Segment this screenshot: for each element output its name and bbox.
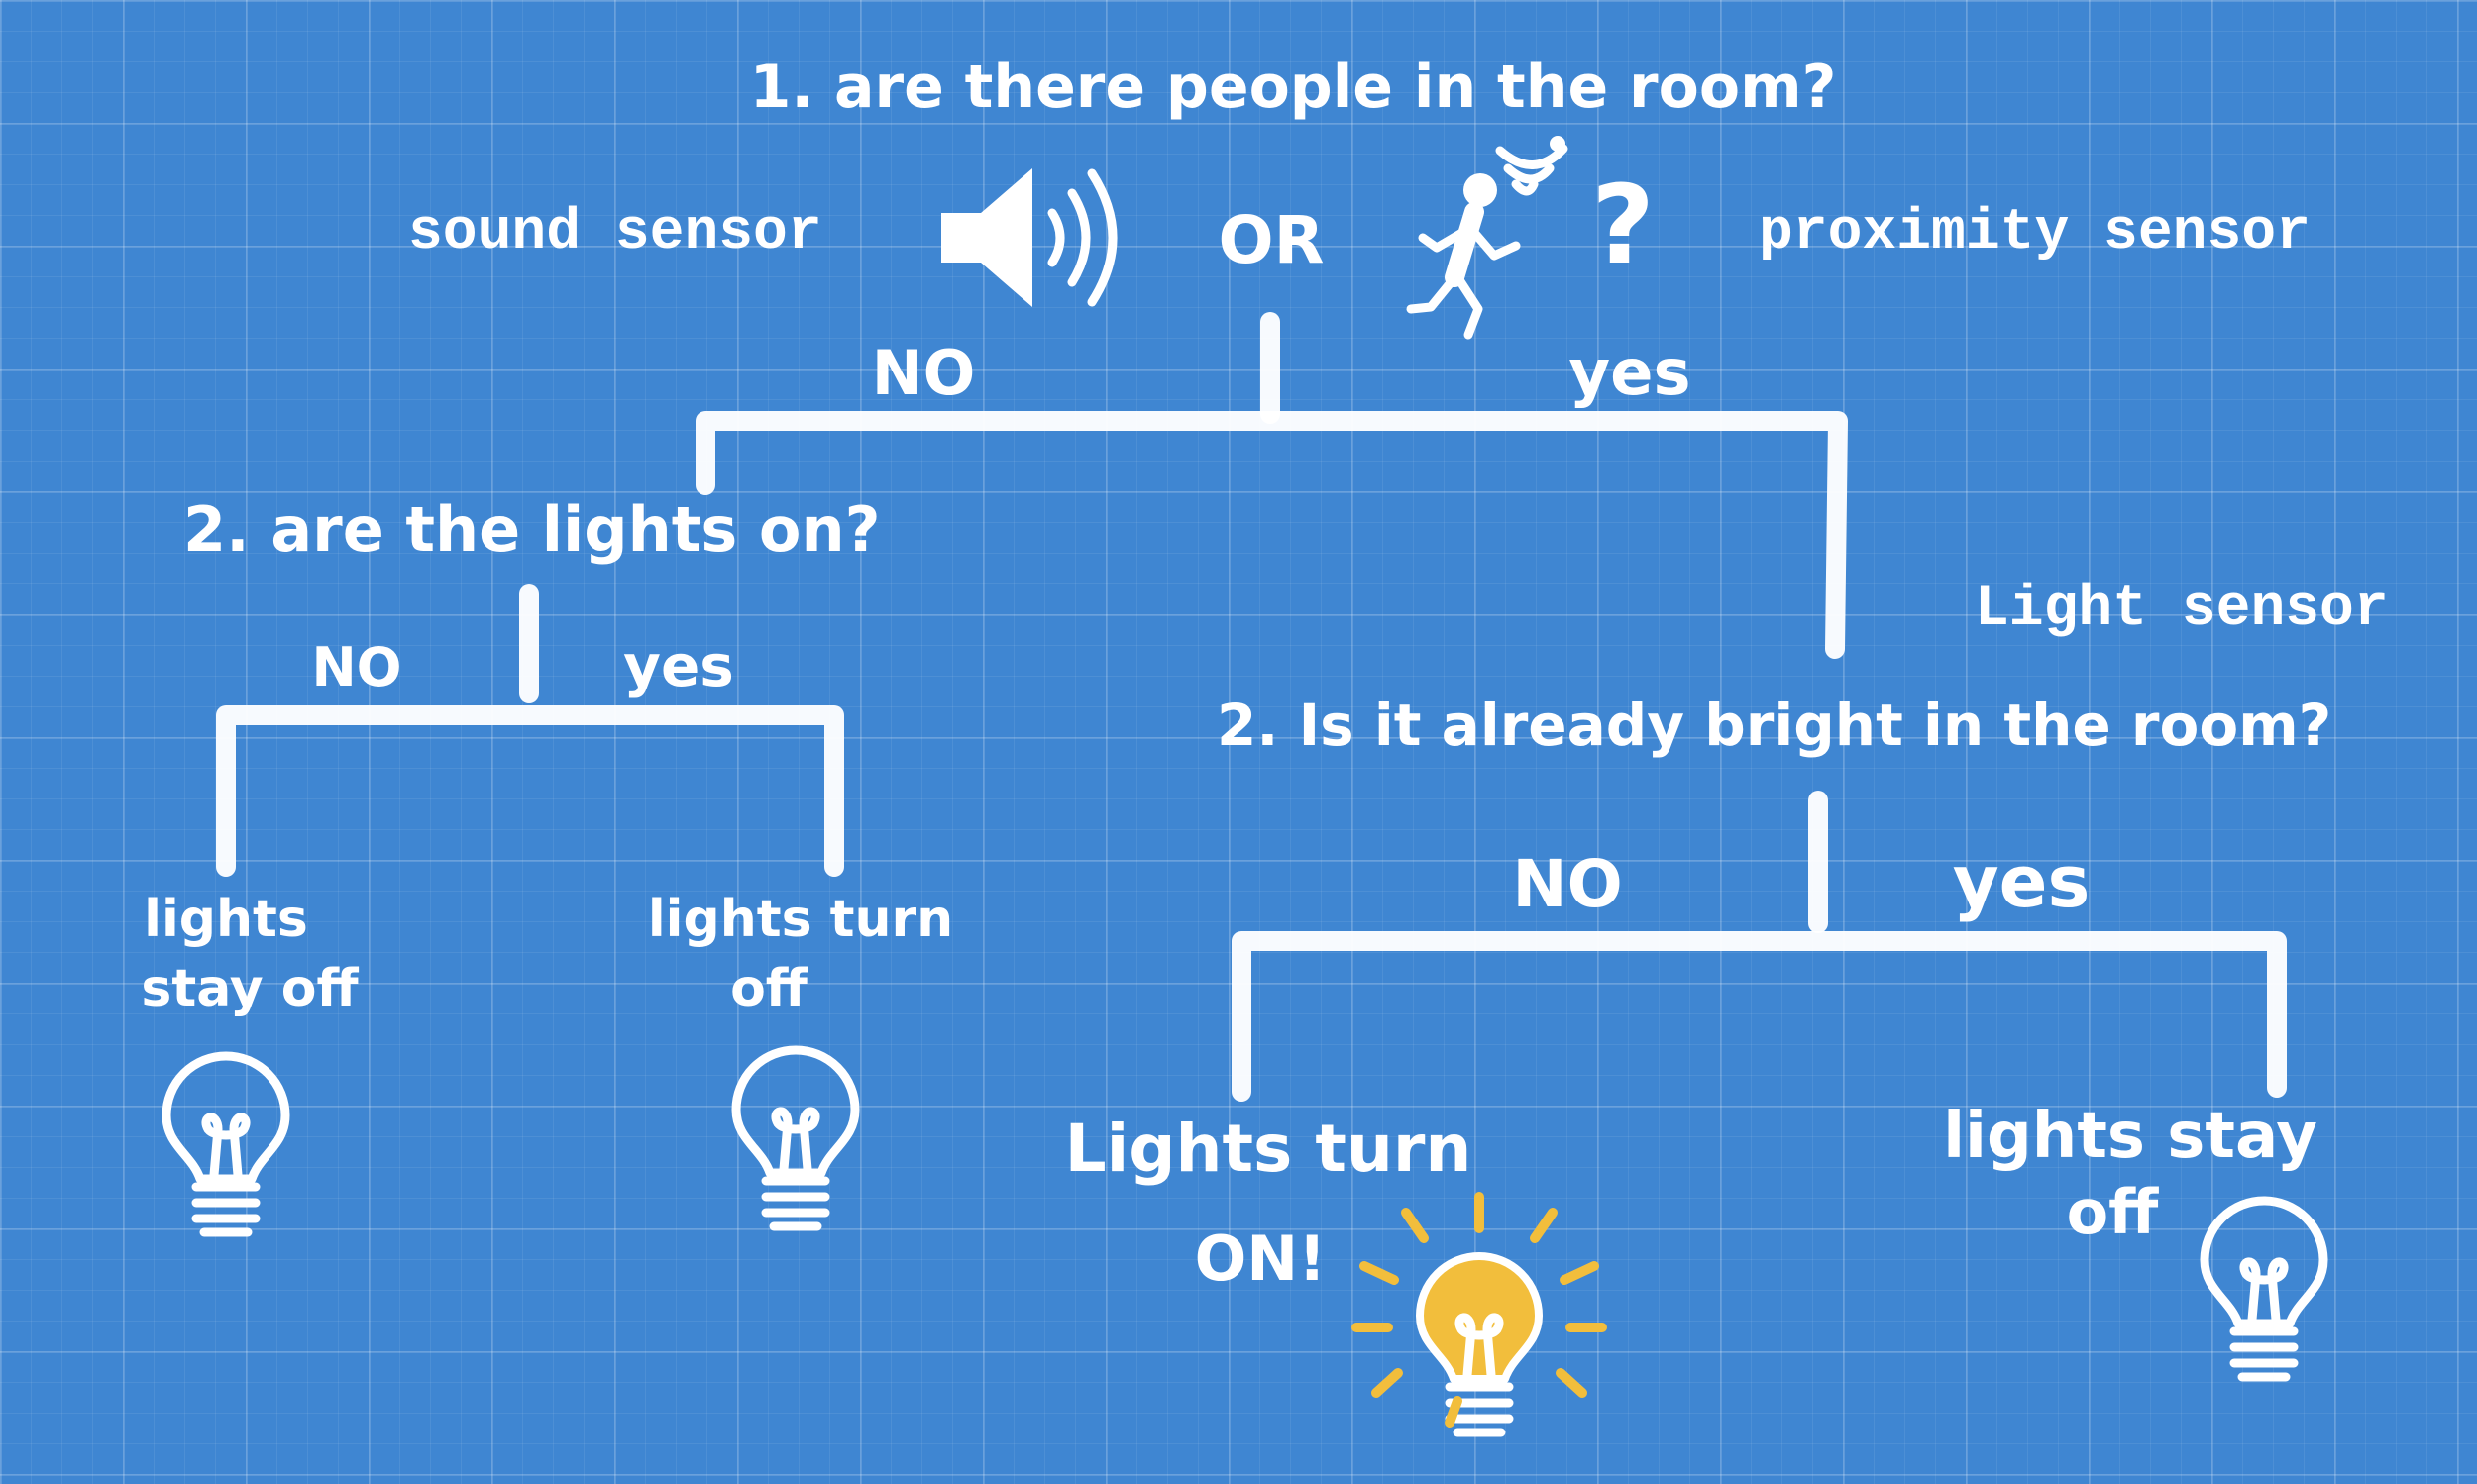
root-yes-label: yes	[1568, 337, 1690, 410]
right-no-label: NO	[1512, 846, 1622, 922]
left-yes-outcome-line1: lights turn	[648, 890, 953, 949]
bulb-off-icon	[2205, 1201, 2323, 1377]
bulb-on-icon	[1351, 1192, 1607, 1437]
right-yes-outcome-line1: lights stay	[1943, 1100, 2317, 1173]
left-no-label: NO	[311, 636, 401, 698]
right-question: 2. Is it already bright in the room?	[1217, 691, 2331, 759]
right-yes-outcome-line2: off	[2067, 1176, 2160, 1248]
proximity-question-mark: ?	[1591, 161, 1655, 288]
right-branch	[1232, 931, 2287, 1102]
speaker-icon	[941, 168, 1118, 307]
root-no-label: NO	[872, 337, 976, 409]
right-no-outcome-line2: ON!	[1195, 1222, 1327, 1295]
left-question: 2. are the lights on?	[183, 493, 881, 566]
root-branch	[696, 411, 1848, 659]
left-yes-label: yes	[623, 632, 734, 699]
running-person-icon	[1406, 136, 1568, 340]
light-sensor-label: Light sensor	[1975, 578, 2389, 642]
left-no-outcome-line1: lights	[144, 890, 308, 949]
left-yes-outcome-line2: off	[730, 959, 808, 1018]
left-branch	[216, 705, 844, 877]
left-no-outcome-line2: stay off	[141, 959, 359, 1018]
or-connector: OR	[1219, 202, 1325, 278]
root-question: 1. are there people in the room?	[750, 53, 1837, 122]
proximity-sensor-label: proximity sensor	[1759, 201, 2311, 265]
bulb-off-icon	[166, 1056, 285, 1232]
right-yes-label: yes	[1953, 840, 2091, 923]
bulb-off-icon	[736, 1050, 855, 1226]
right-no-outcome-line1: Lights turn	[1065, 1111, 1472, 1187]
sound-sensor-label: sound sensor	[408, 201, 822, 265]
